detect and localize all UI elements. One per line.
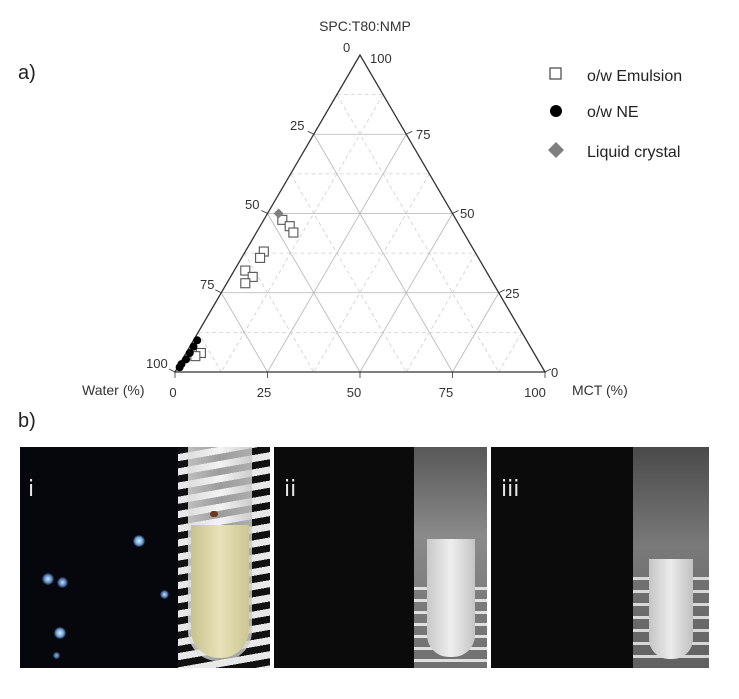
- right-tick-mark: [452, 210, 459, 214]
- left-tick-mark: [215, 289, 222, 294]
- grid-line-water: [220, 292, 268, 373]
- grid-line-water: [290, 173, 407, 373]
- grid-line-mct: [498, 332, 523, 373]
- left-tick-mark: [168, 368, 176, 373]
- data-points: [175, 208, 299, 372]
- top-tick-0: 0: [343, 40, 350, 55]
- bottom-axis-label: MCT (%): [572, 382, 628, 398]
- legend: o/w Emulsion o/w NE Liquid crystal: [548, 67, 682, 161]
- legend-marker-liquid-crystal: [548, 142, 564, 158]
- grid-line-water: [336, 94, 500, 373]
- left-tick-mark: [307, 130, 314, 135]
- vial-liquid: [649, 559, 693, 659]
- photo-label-ii: ii: [284, 477, 297, 502]
- panel-b-label: b): [18, 410, 36, 432]
- emulsion-point: [255, 252, 266, 263]
- left-tick-25: 25: [290, 118, 304, 133]
- bottom-tick-50: 50: [347, 385, 361, 400]
- legend-label-ne: o/w NE: [587, 104, 639, 121]
- bottom-tick-100: 100: [524, 385, 546, 400]
- photo-i-polarized: i: [20, 447, 178, 668]
- left-tick-75: 75: [200, 277, 214, 292]
- right-tick-50: 50: [460, 206, 474, 221]
- left-tick-100: 100: [146, 356, 168, 371]
- ternary-grid: [197, 94, 523, 373]
- legend-label-liquid-crystal: Liquid crystal: [587, 144, 680, 161]
- emulsion-point: [277, 214, 288, 225]
- top-tick-100: 100: [370, 51, 392, 66]
- grid-line-water: [244, 252, 315, 373]
- right-tick-mark: [498, 289, 505, 294]
- left-tick-mark: [261, 210, 268, 214]
- top-vertex-label: SPC:T80:NMP: [319, 18, 411, 34]
- vial-liquid: [427, 539, 475, 657]
- grid-line-mct: [359, 213, 453, 373]
- emulsion-point: [240, 265, 251, 276]
- grid-line-mct: [452, 292, 500, 373]
- birefringence-spot: [54, 627, 66, 639]
- nanoemulsion-point: [175, 363, 184, 372]
- photo-i-vial: [178, 447, 270, 668]
- birefringence-spot: [53, 652, 60, 659]
- vial-particle: [210, 511, 218, 517]
- bottom-tick-75: 75: [439, 385, 453, 400]
- bottom-tick-0: 0: [169, 385, 176, 400]
- right-tick-75: 75: [416, 127, 430, 142]
- photo-iii-polarized: iii: [491, 447, 633, 668]
- emulsion-point: [247, 271, 258, 282]
- emulsion-point: [288, 227, 299, 238]
- birefringence-spot: [57, 577, 68, 588]
- photo-ii-vial: [414, 447, 487, 668]
- legend-label-emulsion: o/w Emulsion: [587, 68, 682, 85]
- legend-marker-ne: [550, 105, 562, 117]
- ternary-diagram: SPC:T80:NMP Water (%) MCT (%) 0 100 25 5…: [82, 18, 682, 400]
- emulsion-point: [240, 278, 251, 289]
- right-tick-mark: [406, 130, 413, 135]
- nanoemulsion-point: [193, 336, 202, 345]
- ternary-ticks: [168, 130, 552, 378]
- grid-line-mct: [220, 94, 384, 373]
- liquid-crystal-point: [273, 208, 284, 219]
- right-tick-25: 25: [505, 286, 519, 301]
- photo-ii-polarized: ii: [274, 447, 414, 668]
- legend-marker-emulsion: [549, 67, 562, 80]
- vial-liquid: [191, 525, 249, 658]
- right-tick-0: 0: [551, 365, 558, 380]
- photo-label-iii: iii: [501, 477, 520, 502]
- grid-line-water: [197, 332, 222, 373]
- birefringence-spot: [160, 590, 169, 599]
- panel-a-label: a): [18, 62, 36, 84]
- right-tick-mark: [544, 368, 552, 373]
- birefringence-spot: [42, 573, 54, 585]
- grid-line-water: [267, 213, 361, 373]
- grid-line-mct: [313, 173, 430, 373]
- photo-label-i: i: [28, 477, 35, 502]
- left-axis-label: Water (%): [82, 382, 144, 398]
- bottom-tick-25: 25: [257, 385, 271, 400]
- photo-iii-vial: [633, 447, 709, 668]
- nanoemulsion-point: [189, 342, 198, 351]
- left-tick-50: 50: [245, 197, 259, 212]
- birefringence-spot: [133, 535, 145, 547]
- nanoemulsion-point: [185, 348, 194, 357]
- grid-line-mct: [405, 252, 476, 373]
